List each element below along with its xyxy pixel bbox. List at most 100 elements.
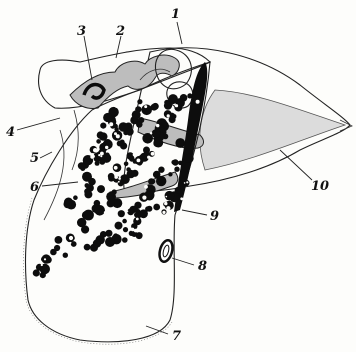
label-9: 9: [210, 209, 219, 224]
gland-gap: [131, 228, 135, 232]
gland-lobule: [105, 237, 115, 247]
gland-gap: [103, 167, 105, 169]
gland-gap: [89, 143, 92, 146]
gland-lobule: [33, 269, 40, 276]
gland-lobule: [142, 133, 153, 144]
label-1: 1: [171, 7, 180, 22]
inner-line-2: [72, 110, 78, 170]
duct-grey-upper: [70, 55, 179, 108]
gland-lobule: [113, 124, 118, 129]
gland-gap: [143, 233, 145, 235]
leader-4: [17, 118, 60, 130]
gland-gap: [134, 229, 138, 233]
gland-gap: [137, 159, 141, 163]
gland-gap: [105, 171, 108, 174]
gland-lobule: [40, 272, 46, 278]
gland-lobule: [118, 210, 125, 217]
label-2: 2: [115, 24, 125, 39]
gland-lobule: [126, 167, 131, 172]
gland-gap: [156, 124, 159, 127]
gland-gap: [144, 223, 147, 226]
gland-lobule: [71, 241, 77, 247]
gland-lobule: [108, 173, 115, 180]
label-10: 10: [311, 179, 329, 194]
gland-gap: [144, 105, 147, 108]
leader-3: [84, 36, 92, 80]
leader-9: [182, 210, 207, 215]
gland-lobule: [122, 219, 127, 224]
gland-lobule: [123, 227, 128, 232]
inner-line-1: [44, 130, 64, 220]
gland-lobule: [169, 116, 176, 123]
gland-lobule: [164, 102, 172, 110]
gland-lobule: [55, 236, 63, 244]
gland-lobule: [187, 93, 192, 98]
gland-lobule: [122, 237, 128, 243]
gland-lobule: [132, 110, 141, 119]
label-6: 6: [30, 180, 39, 195]
gland-gap: [184, 182, 186, 184]
gland-lobule: [63, 253, 68, 258]
gland-lobule: [77, 218, 86, 227]
gland-lobule: [97, 131, 104, 138]
gland-lobule: [177, 100, 185, 108]
gland-gap: [69, 242, 71, 244]
gland-lobule: [123, 130, 128, 135]
gland-lobule: [148, 178, 155, 185]
gland-gap: [98, 154, 100, 156]
gland-gap: [115, 105, 118, 108]
gland-lobule: [175, 138, 185, 148]
gland-gap: [150, 132, 152, 134]
gland-gap: [147, 163, 149, 165]
gland-gap: [167, 114, 170, 117]
gland-gap: [104, 211, 106, 213]
gland-gap: [114, 166, 118, 170]
gland-lobule: [165, 191, 175, 201]
gland-gap: [180, 197, 183, 200]
gland-gap: [100, 152, 104, 156]
gland-lobule: [94, 205, 105, 216]
gland-lobule: [185, 154, 194, 163]
label-5: 5: [30, 151, 39, 166]
gland-gap: [156, 196, 159, 199]
gland-gap: [151, 152, 155, 156]
gland-lobule: [156, 176, 166, 186]
gland-gap: [174, 112, 176, 114]
gland-gap: [128, 222, 130, 224]
gland-gap: [116, 134, 120, 138]
gland-gap: [166, 196, 168, 198]
gland-gap: [126, 210, 128, 212]
gland-gap: [44, 258, 46, 260]
gland-lobule: [83, 210, 94, 221]
gland-lobule: [131, 170, 138, 177]
gland-gap: [105, 146, 108, 149]
gland-gap: [41, 264, 43, 266]
gland-gap: [196, 100, 200, 104]
gland-gap: [168, 212, 170, 214]
label-8: 8: [198, 259, 207, 274]
gland-gap: [90, 155, 94, 159]
gland-gap: [177, 116, 180, 119]
gland-gap: [164, 202, 167, 205]
gland-lobule: [84, 244, 91, 251]
gland-gap: [162, 211, 165, 214]
gland-gap: [66, 233, 68, 235]
gland-gap: [147, 156, 150, 159]
gland-lobule: [175, 187, 182, 194]
gland-gap: [175, 104, 178, 107]
gland-lobule: [168, 172, 172, 176]
gland-gap: [118, 177, 121, 180]
gland-lobule: [73, 195, 78, 200]
label-4: 4: [6, 125, 15, 140]
gland-gap: [93, 148, 97, 152]
gland-lobule: [137, 99, 142, 104]
leader-10: [280, 150, 312, 180]
gland-lobule: [85, 183, 90, 188]
gland-gap: [123, 103, 125, 105]
gland-gap: [100, 155, 102, 157]
conical-body-fill: [200, 90, 345, 170]
gland-lobule: [82, 226, 87, 231]
gland-gap: [69, 236, 73, 240]
gland-gap: [180, 152, 182, 154]
